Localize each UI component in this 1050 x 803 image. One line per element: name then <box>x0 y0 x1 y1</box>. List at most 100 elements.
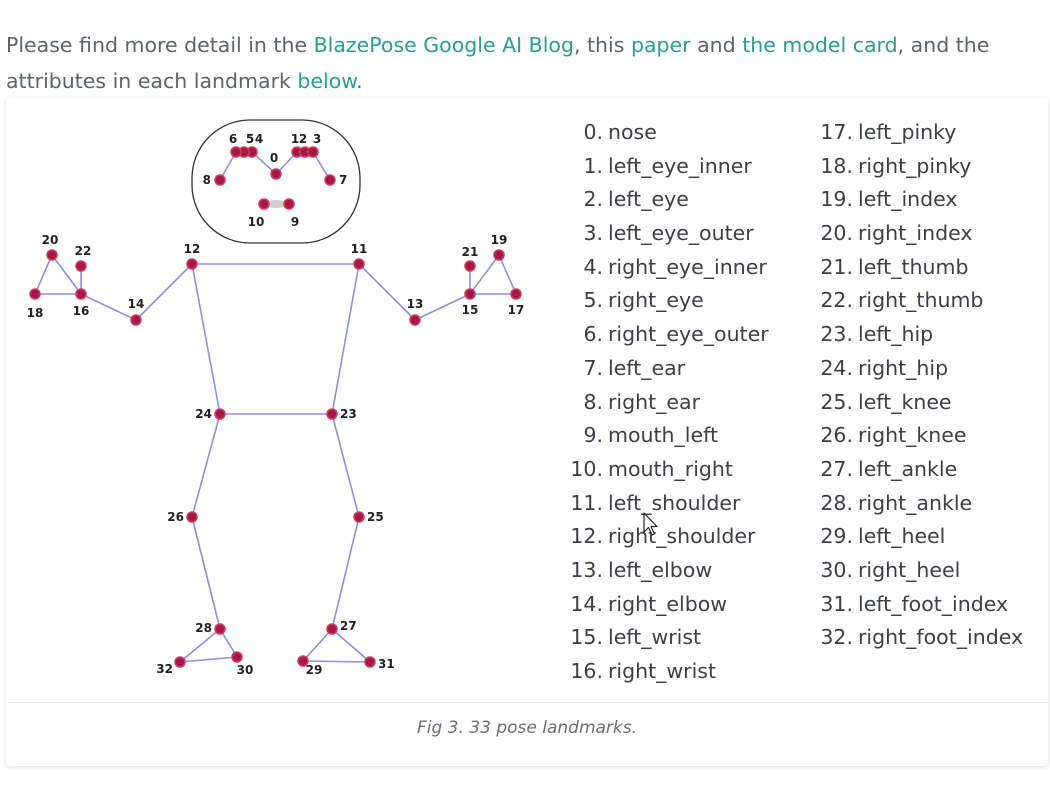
landmark-number: 29. <box>820 524 853 549</box>
landmark-list-item: 1.left_eye_inner <box>561 150 769 184</box>
landmark-point <box>464 260 476 272</box>
landmark-point <box>364 656 376 668</box>
landmark-list-item: 22.right_thumb <box>811 284 1023 318</box>
bone-connection <box>80 293 137 321</box>
bone-connection <box>191 413 221 518</box>
landmark-name: right_pinky <box>858 153 972 178</box>
mouse-cursor-icon <box>643 512 658 536</box>
landmark-name: left_index <box>858 187 958 212</box>
landmark-name: right_elbow <box>608 591 728 616</box>
blazepose-blog-link[interactable]: BlazePose Google AI Blog <box>313 32 574 57</box>
landmark-number: 27. <box>820 456 853 481</box>
landmark-list-item: 23.left_hip <box>811 318 1023 352</box>
landmark-name: left_ear <box>608 355 686 380</box>
intro-text: Please find more detail in the <box>6 32 314 57</box>
head-outline <box>191 119 361 244</box>
landmark-list-item: 10.mouth_right <box>561 453 769 487</box>
landmark-name: left_heel <box>858 524 946 549</box>
landmark-number-label: 22 <box>75 244 92 258</box>
landmark-number-label: 25 <box>367 510 384 524</box>
landmark-point <box>409 314 421 326</box>
landmark-number-label: 27 <box>340 619 357 633</box>
landmark-number-label: 17 <box>508 303 525 317</box>
landmark-name: left_ankle <box>858 456 958 481</box>
landmark-list-item: 32.right_foot_index <box>811 621 1023 655</box>
landmark-number: 18. <box>820 153 853 178</box>
landmark-number-label: 10 <box>248 215 265 229</box>
bone-connection <box>331 628 371 663</box>
landmark-number: 26. <box>820 423 853 448</box>
landmark-name: mouth_left <box>608 423 718 448</box>
landmark-point <box>29 288 41 300</box>
bone-connection <box>302 660 371 663</box>
landmark-number: 7. <box>583 355 603 380</box>
landmark-point <box>174 656 186 668</box>
landmark-number: 32. <box>820 625 853 650</box>
paper-link[interactable]: paper <box>630 32 691 57</box>
landmark-number-label: 0 <box>270 151 278 165</box>
landmark-list-item: 8.right_ear <box>561 386 769 420</box>
landmark-list-item: 12.right_shoulder <box>561 520 769 554</box>
landmark-point <box>464 288 476 300</box>
landmark-point <box>258 198 270 210</box>
bone-connection <box>191 516 221 630</box>
landmark-number: 23. <box>820 322 853 347</box>
landmark-number-label: 5 <box>246 132 254 146</box>
landmark-point <box>270 168 282 180</box>
landmark-list-item: 7.left_ear <box>561 352 769 386</box>
model-card-link[interactable]: the model card <box>742 32 898 57</box>
landmark-number: 8. <box>583 389 603 414</box>
landmark-list-item: 27.left_ankle <box>811 453 1023 487</box>
landmark-name: right_eye <box>608 288 704 313</box>
landmark-name: right_eye_outer <box>608 322 769 347</box>
landmark-number-label: 1 <box>291 132 299 146</box>
landmark-number: 3. <box>583 221 603 246</box>
landmark-list-item: 14.right_elbow <box>561 588 769 622</box>
landmark-list-item: 20.right_index <box>811 217 1023 251</box>
landmark-number: 16. <box>570 659 603 683</box>
landmark-point <box>214 174 226 186</box>
landmark-list-item: 4.right_eye_inner <box>561 251 769 285</box>
landmark-list-item: 25.left_knee <box>811 386 1023 420</box>
landmark-number: 5. <box>583 288 603 313</box>
landmark-number: 19. <box>820 187 853 212</box>
landmark-list-item: 28.right_ankle <box>811 487 1023 521</box>
landmark-list-item: 9.mouth_left <box>561 419 769 453</box>
landmark-point <box>130 314 142 326</box>
bone-connection <box>358 263 416 321</box>
landmark-number: 0. <box>583 120 603 144</box>
below-link[interactable]: below <box>297 68 357 93</box>
landmark-number: 15. <box>570 625 603 650</box>
landmark-number: 30. <box>820 557 853 582</box>
intro-text: . <box>356 68 363 93</box>
landmark-list-item: 2.left_eye <box>561 183 769 217</box>
landmark-number: 22. <box>820 288 853 313</box>
landmark-point <box>297 655 309 667</box>
intro-text: , and the attributes in each landmark <box>6 32 990 93</box>
landmark-number-label: 15 <box>462 303 479 317</box>
landmark-number: 12. <box>570 524 603 549</box>
landmark-number-label: 19 <box>491 233 508 247</box>
bone-connection <box>135 263 193 321</box>
bone-connection <box>331 413 360 518</box>
figure-caption: Fig 3. 33 pose landmarks. <box>416 718 638 738</box>
landmark-number: 25. <box>820 389 853 414</box>
landmark-number-label: 24 <box>195 407 212 421</box>
landmark-list-item: 31.left_foot_index <box>811 588 1023 622</box>
landmark-number-label: 4 <box>255 132 263 146</box>
landmark-number: 28. <box>820 490 853 515</box>
landmark-number-label: 20 <box>42 233 59 247</box>
landmark-number: 4. <box>583 254 603 279</box>
landmark-point <box>75 288 87 300</box>
landmark-number-label: 12 <box>184 242 201 256</box>
landmark-number: 10. <box>570 456 603 481</box>
landmark-name: left_hip <box>858 322 934 347</box>
intro-text: , this <box>573 32 631 57</box>
intro-text: and <box>690 32 743 57</box>
landmark-name: left_eye_outer <box>608 221 754 246</box>
landmark-number-label: 29 <box>306 663 323 677</box>
